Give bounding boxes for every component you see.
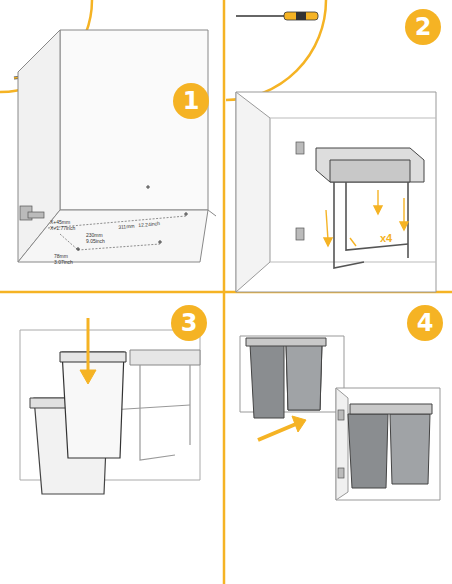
step-circle-fill: [171, 305, 207, 341]
dimension-label: 9.05inch: [86, 238, 105, 244]
step-badge: 3: [170, 304, 208, 342]
step-number: 1: [172, 82, 210, 120]
step-number: 3: [170, 304, 208, 342]
dimension-label: 78mm: [54, 253, 68, 259]
quantity-label: x4: [380, 232, 392, 244]
dimension-label: X+45mm: [50, 219, 70, 225]
dimension-label: 3.07inch: [54, 259, 73, 265]
step-number: 2: [404, 8, 442, 46]
step-circle-fill: [405, 9, 441, 45]
step-badge: 4: [406, 304, 444, 342]
step-circle-fill: [407, 305, 443, 341]
step-circle-fill: [173, 83, 209, 119]
step-badge: 2: [404, 8, 442, 46]
dimension-label: 230mm: [86, 232, 103, 238]
step-number: 4: [406, 304, 444, 342]
dimension-label: X+1.77inch: [50, 225, 75, 231]
step-badge: 1: [172, 82, 210, 120]
